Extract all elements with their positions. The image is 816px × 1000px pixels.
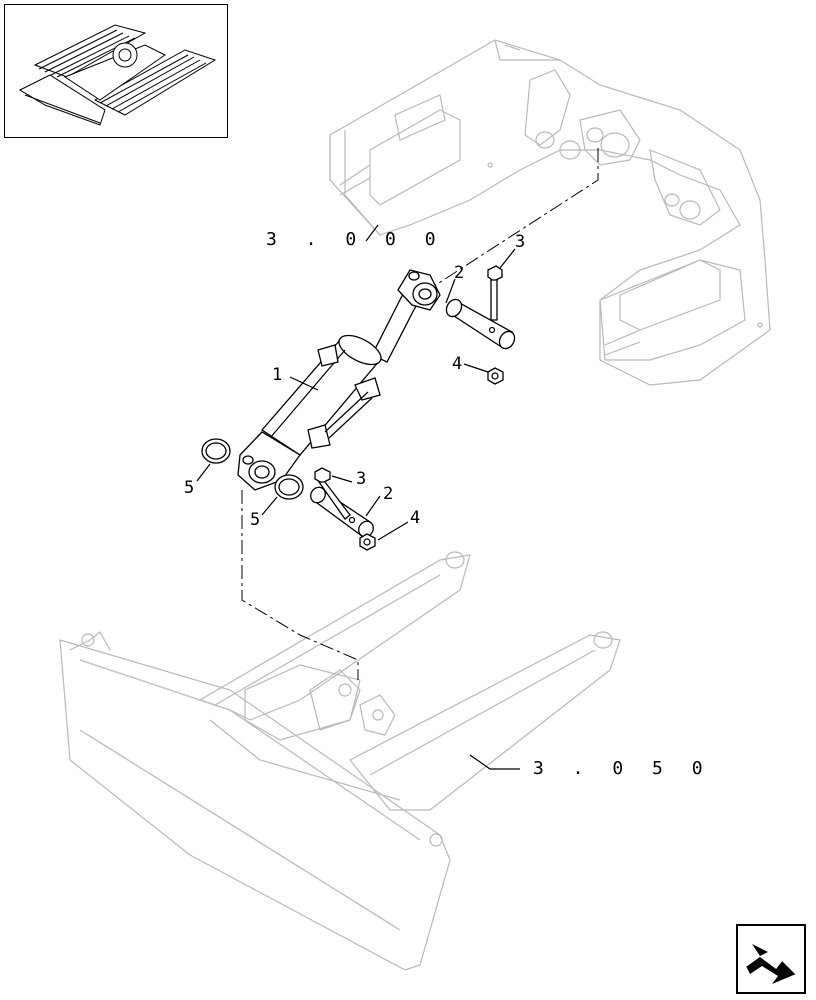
leader-lines xyxy=(196,224,520,770)
upper-nut xyxy=(487,367,504,385)
callout-lower-pin: 2 xyxy=(383,484,394,504)
upper-frame-assembly xyxy=(329,39,771,386)
upper-frame-reference: 3 . 0 0 0 xyxy=(266,229,445,250)
excavator-undercarriage-thumbnail-icon xyxy=(18,24,217,126)
next-page-button[interactable] xyxy=(736,924,806,994)
hydraulic-cylinder xyxy=(237,269,441,491)
callout-upper-bolt: 3 xyxy=(515,232,526,252)
blade-frame-reference: 3 . 0 5 0 xyxy=(533,758,712,779)
callout-upper-nut: 4 xyxy=(452,354,463,374)
blade-frame-assembly xyxy=(59,551,621,971)
callout-lower-nut: 4 xyxy=(410,508,421,528)
callout-upper-pin: 2 xyxy=(454,263,465,283)
callout-lower-bolt: 3 xyxy=(356,469,367,489)
lower-bolt xyxy=(314,467,351,520)
callout-right-seal: 5 xyxy=(250,510,261,530)
callout-cylinder: 1 xyxy=(272,365,283,385)
machine-thumbnail xyxy=(4,4,228,138)
next-page-arrow-icon xyxy=(745,944,797,984)
upper-bolt xyxy=(487,265,503,321)
right-seal xyxy=(274,474,304,500)
callout-left-seal: 5 xyxy=(184,478,195,498)
left-seal xyxy=(201,438,231,464)
centerline-upper xyxy=(427,148,599,291)
centerline-lower xyxy=(241,490,359,680)
lower-nut xyxy=(359,533,376,551)
upper-pin xyxy=(445,298,516,350)
